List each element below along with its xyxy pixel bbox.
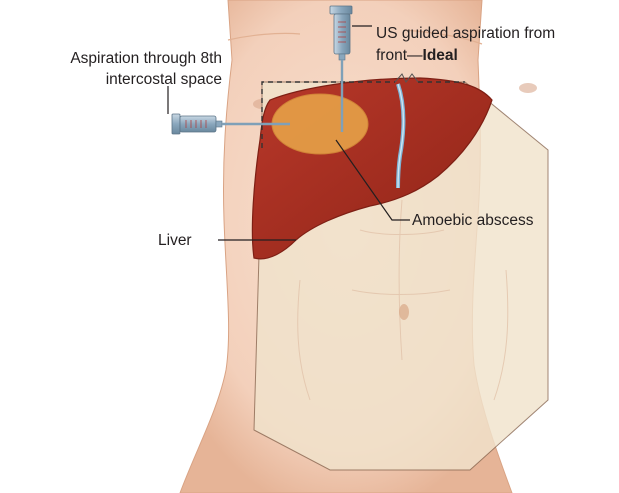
liver-label: Liver — [158, 232, 192, 249]
syringe-icon — [180, 116, 216, 132]
us-guided-label-line2: front—Ideal — [376, 47, 458, 64]
intercostal-label-line2: intercostal space — [106, 71, 222, 88]
intercostal-label-line1: Aspiration through 8th — [70, 50, 222, 67]
us-guided-label-line1: US guided aspiration from — [376, 25, 555, 42]
syringe-icon — [334, 14, 350, 54]
us-guided-label-prefix: front— — [376, 47, 423, 64]
us-guided-label-emphasis: Ideal — [423, 47, 458, 64]
right-nipple — [519, 83, 537, 93]
abscess-label: Amoebic abscess — [412, 212, 534, 229]
navel — [399, 304, 409, 320]
